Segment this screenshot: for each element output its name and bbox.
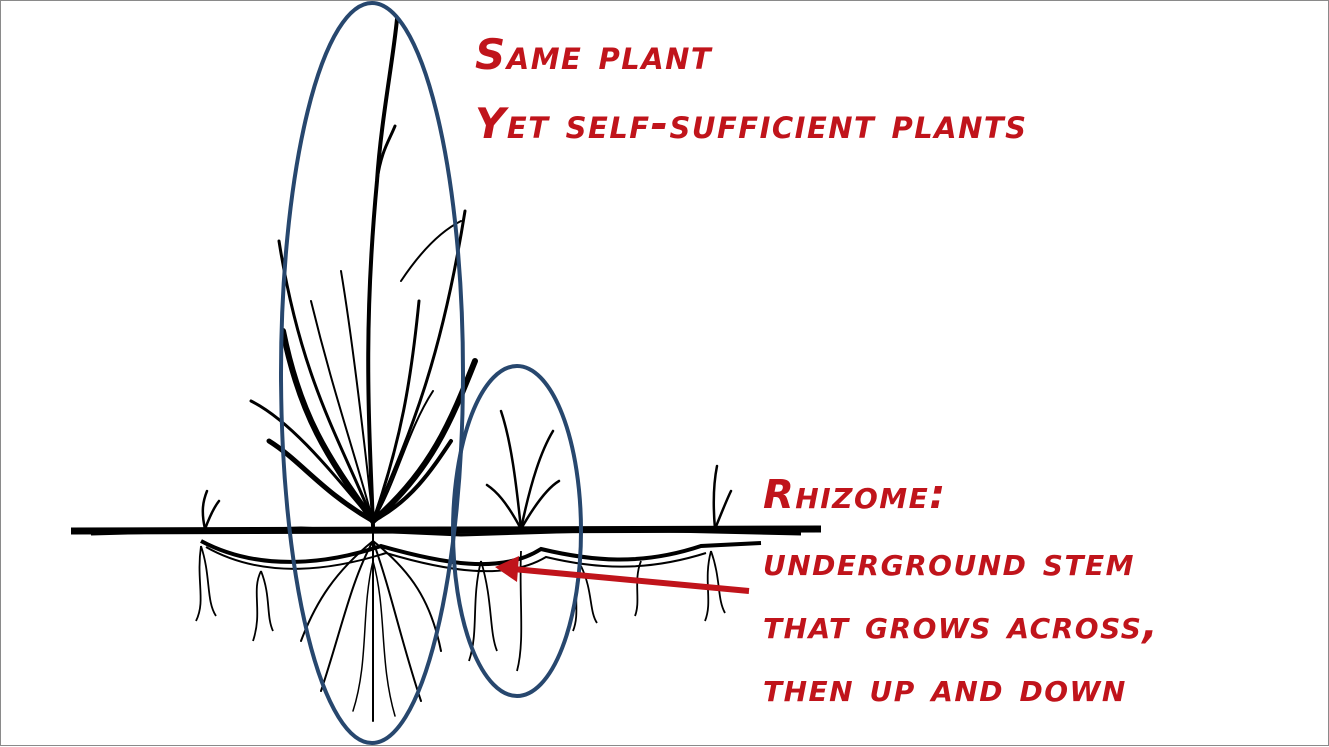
soil-line [71, 528, 821, 535]
rhizome-stem [201, 541, 761, 571]
annotation-rhizome-line-3: then up and down [763, 668, 1127, 708]
annotation-self-sufficient: Yet self-sufficient plants [475, 103, 1028, 145]
annotation-rhizome-heading: Rhizome: [763, 475, 947, 515]
annotation-rhizome-line-2: that grows across, [763, 605, 1159, 645]
annotation-rhizome-line-1: underground stem [763, 542, 1135, 582]
annotation-same-plant: Same plant [475, 34, 712, 76]
